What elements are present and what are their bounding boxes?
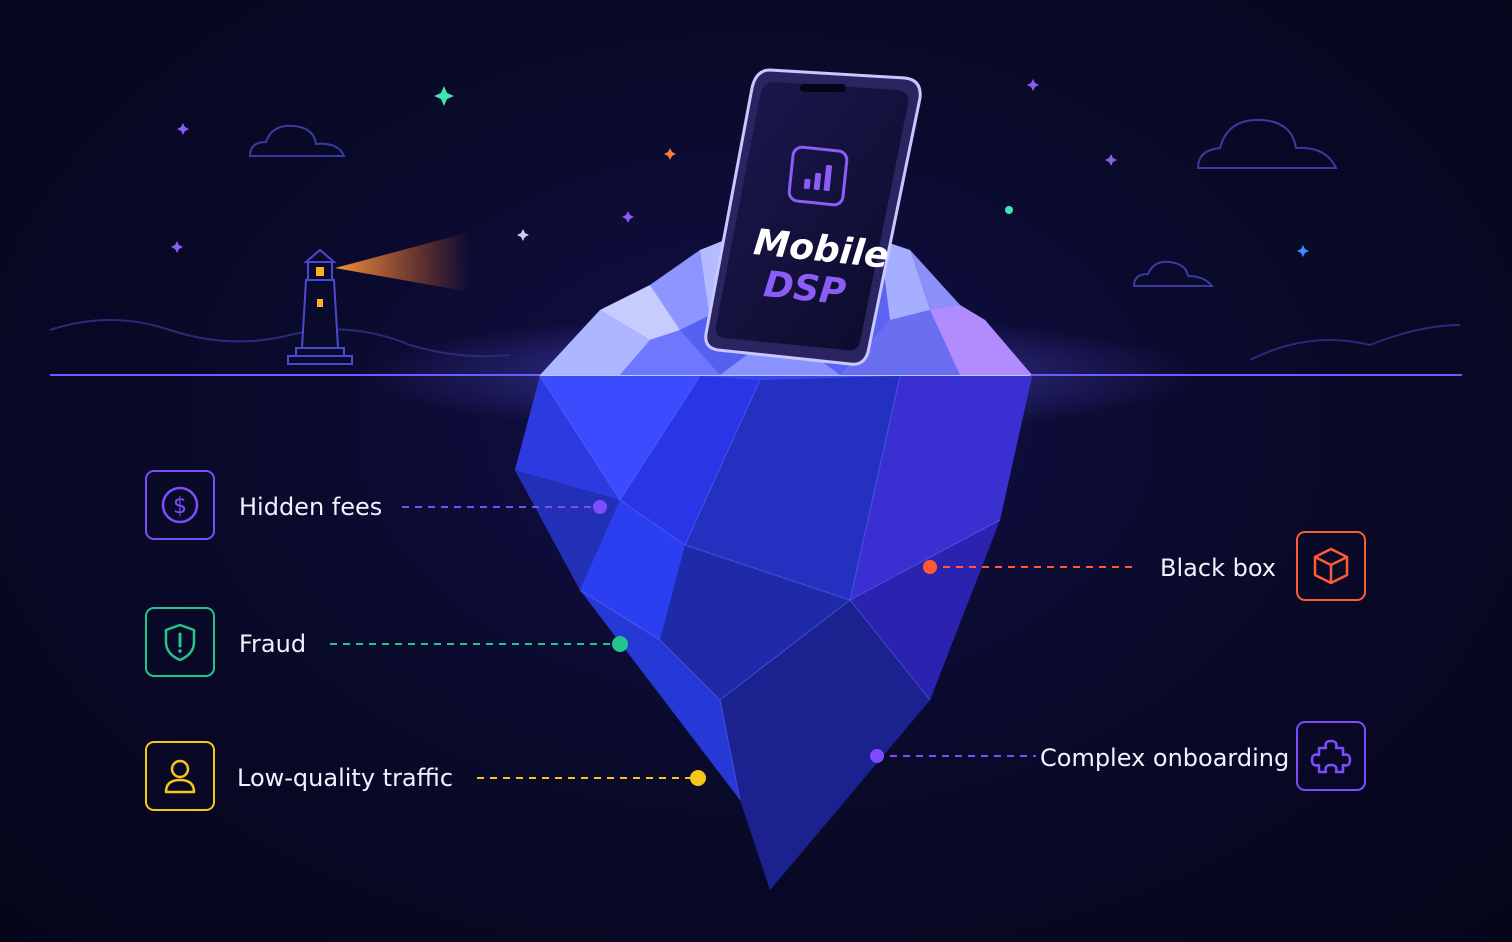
phone-screen-icon: [785, 143, 851, 209]
black-box-icon-box: [1296, 531, 1366, 601]
iceberg-underwater: [515, 375, 1032, 890]
iceberg-tip: [540, 240, 1032, 375]
lighthouse-beam: [335, 232, 470, 292]
svg-text:$: $: [173, 494, 187, 519]
clouds: [248, 118, 1338, 287]
callout-hidden-fees: Hidden fees: [239, 493, 383, 521]
user-icon: [164, 759, 196, 794]
puzzle-icon: [1310, 739, 1352, 774]
connectors: [330, 500, 1138, 786]
complex-onboarding-icon-box: [1296, 721, 1366, 791]
phone-illustration: [704, 68, 922, 366]
callout-fraud: Fraud: [239, 630, 307, 658]
stars: [171, 79, 1309, 257]
bar-chart-icon: [787, 145, 849, 207]
hidden-fees-icon-box: $: [145, 470, 215, 540]
phone-title-line2: DSP: [761, 264, 848, 314]
callout-low-quality-traffic: Low-quality traffic: [237, 764, 454, 792]
fraud-icon-box: [145, 607, 215, 677]
shield-alert-icon: [164, 623, 196, 662]
cube-icon: [1313, 547, 1349, 585]
low-quality-traffic-icon-box: [145, 741, 215, 811]
callout-complex-onboarding: Complex onboarding: [1040, 744, 1290, 772]
dollar-coin-icon: $: [161, 486, 199, 524]
lighthouse-light: [316, 267, 324, 276]
callout-black-box: Black box: [1160, 554, 1276, 582]
hills: [49, 319, 1461, 361]
